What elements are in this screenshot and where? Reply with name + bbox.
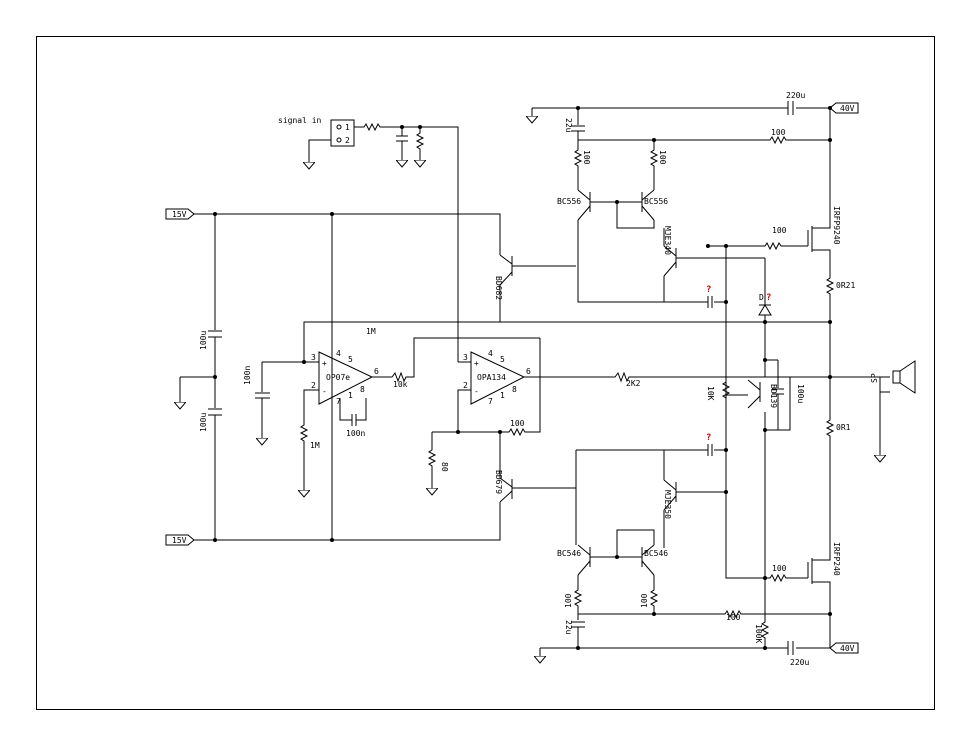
svg-text:+: + <box>322 359 327 368</box>
svg-text:5: 5 <box>348 355 353 364</box>
svg-text:7: 7 <box>336 397 341 406</box>
unknown-mark-2: ? <box>766 293 771 303</box>
svg-text:100u: 100u <box>796 384 805 403</box>
power-flag-neg40 <box>829 642 859 654</box>
svg-text:100u: 100u <box>199 331 208 350</box>
svg-text:1: 1 <box>345 123 350 132</box>
svg-text:80: 80 <box>440 462 449 472</box>
svg-text:BC546: BC546 <box>557 549 581 558</box>
svg-text:BD682: BD682 <box>494 276 503 300</box>
svg-text:IRFP240: IRFP240 <box>832 542 841 576</box>
border-frame <box>36 36 935 710</box>
svg-text:100n: 100n <box>346 429 365 438</box>
svg-text:1: 1 <box>348 391 353 400</box>
svg-text:6: 6 <box>526 367 531 376</box>
svg-text:-: - <box>474 387 479 396</box>
svg-text:2: 2 <box>311 381 316 390</box>
signal-in-label: signal in <box>278 116 322 125</box>
rail-pos15: 15V <box>172 210 187 219</box>
svg-text:8: 8 <box>360 385 365 394</box>
svg-text:22u: 22u <box>564 620 573 635</box>
svg-text:BD679: BD679 <box>494 470 503 494</box>
svg-text:2: 2 <box>463 381 468 390</box>
svg-text:100: 100 <box>564 593 573 608</box>
svg-text:4: 4 <box>336 349 341 358</box>
svg-text:7: 7 <box>488 397 493 406</box>
svg-text:BC546: BC546 <box>644 549 668 558</box>
svg-text:100: 100 <box>658 150 667 165</box>
svg-text:100n: 100n <box>243 366 252 385</box>
opamp-op07-label: OP07e <box>326 373 350 382</box>
rail-neg40: 40V <box>840 644 855 653</box>
svg-text:MJE340: MJE340 <box>663 226 672 255</box>
input-connector <box>330 119 355 147</box>
svg-text:D: D <box>759 293 764 302</box>
svg-text:+: + <box>474 359 479 368</box>
svg-text:4: 4 <box>488 349 493 358</box>
svg-text:IRFP9240: IRFP9240 <box>832 206 841 245</box>
svg-text:1: 1 <box>500 391 505 400</box>
svg-text:3: 3 <box>311 353 316 362</box>
speaker-icon <box>892 360 916 394</box>
svg-text:100: 100 <box>582 150 591 165</box>
svg-text:10k: 10k <box>393 380 408 389</box>
svg-text:100: 100 <box>772 564 787 573</box>
power-flag-pos40 <box>829 102 859 114</box>
svg-text:-: - <box>322 387 327 396</box>
svg-text:100K: 100K <box>754 624 763 643</box>
opamp-op07 <box>318 351 374 405</box>
rail-pos40: 40V <box>840 104 855 113</box>
svg-text:0R21: 0R21 <box>836 281 855 290</box>
svg-text:220u: 220u <box>786 91 805 100</box>
svg-text:0R1: 0R1 <box>836 423 851 432</box>
svg-text:BC556: BC556 <box>557 197 581 206</box>
svg-text:100u: 100u <box>199 413 208 432</box>
svg-text:5: 5 <box>500 355 505 364</box>
svg-text:100: 100 <box>771 128 786 137</box>
svg-text:1M: 1M <box>366 327 376 336</box>
svg-text:1M: 1M <box>310 441 320 450</box>
svg-text:BC556: BC556 <box>644 197 668 206</box>
svg-text:2: 2 <box>345 136 350 145</box>
speaker-label: SP <box>870 373 879 383</box>
svg-text:22u: 22u <box>564 118 573 133</box>
opamp-opa134 <box>470 351 526 405</box>
svg-text:MJE350: MJE350 <box>663 490 672 519</box>
svg-text:8: 8 <box>512 385 517 394</box>
unknown-mark-1: ? <box>706 285 711 295</box>
svg-text:2K2: 2K2 <box>626 379 641 388</box>
power-flag-pos15 <box>165 208 195 220</box>
power-flag-neg15 <box>165 534 195 546</box>
svg-text:BD139: BD139 <box>769 384 778 408</box>
rail-neg15: 15V <box>172 536 187 545</box>
svg-text:100: 100 <box>726 613 741 622</box>
unknown-mark-3: ? <box>706 433 711 443</box>
svg-text:10K: 10K <box>706 386 715 401</box>
opamp-opa134-label: OPA134 <box>477 373 506 382</box>
svg-text:100: 100 <box>772 226 787 235</box>
svg-text:100: 100 <box>640 593 649 608</box>
svg-text:220u: 220u <box>790 658 809 667</box>
svg-text:6: 6 <box>374 367 379 376</box>
svg-text:100: 100 <box>510 419 525 428</box>
svg-text:3: 3 <box>463 353 468 362</box>
